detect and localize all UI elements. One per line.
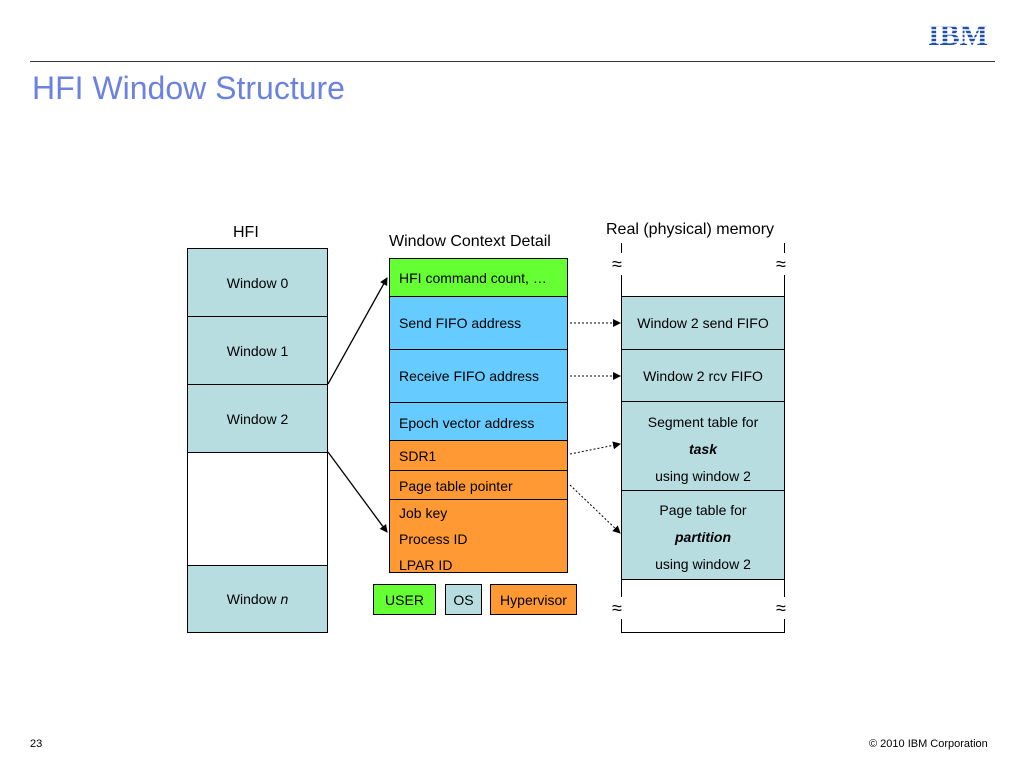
page-number: 23 <box>30 738 43 750</box>
context-bottom-connector <box>327 451 388 533</box>
memory-region-line: Segment table for <box>647 414 759 430</box>
hfi-window-label: Window 2 <box>226 411 289 427</box>
context-field-keys: Job key Process ID LPAR ID <box>390 500 567 573</box>
hfi-window-n-suffix: n <box>280 591 289 607</box>
memory-region-label: Window 2 send FIFO <box>637 315 769 331</box>
hfi-window-n: Window n <box>188 566 327 632</box>
context-field-label: Receive FIFO address <box>399 368 540 384</box>
memory-region-label: Window 2 rcv FIFO <box>643 368 763 384</box>
ibm-logo: IBM <box>922 19 994 54</box>
hfi-window-gap <box>188 453 327 566</box>
hfi-window-label: Window <box>226 591 281 607</box>
context-field-label: SDR1 <box>399 448 437 464</box>
memory-region-page-table: Page table for partition using window 2 <box>622 490 784 580</box>
context-field-epoch-vector: Epoch vector address <box>390 403 567 441</box>
context-field-label: Send FIFO address <box>399 315 522 331</box>
hfi-window-label: Window 1 <box>226 343 289 359</box>
memory-region-rcv-fifo: Window 2 rcv FIFO <box>622 349 784 401</box>
legend-hypervisor: Hypervisor <box>490 584 577 615</box>
context-field-receive-fifo: Receive FIFO address <box>390 350 567 403</box>
hfi-label: HFI <box>233 224 259 241</box>
memory-region-line: Page table for <box>659 502 747 518</box>
legend-user: USER <box>373 584 436 615</box>
memory-region-line: using window 2 <box>655 556 751 572</box>
legend-os: OS <box>445 584 482 615</box>
context-field-label: Epoch vector address <box>399 415 535 431</box>
break-symbol-bottom-left: ≈ <box>612 597 622 619</box>
context-field-send-fifo: Send FIFO address <box>390 297 567 350</box>
legend-label: USER <box>385 592 424 608</box>
context-field-process-id: Process ID <box>399 531 468 547</box>
legend-label: Hypervisor <box>500 592 567 608</box>
ibm-logo-graphic: IBM <box>922 19 994 52</box>
ibm-logo-text: IBM <box>928 21 988 49</box>
memory-region-send-fifo: Window 2 send FIFO <box>622 296 784 349</box>
context-detail-stack: HFI command count, … Send FIFO address R… <box>389 258 568 573</box>
context-field-command-count: HFI command count, … <box>390 259 567 297</box>
memory-region-line-emphasis: partition <box>675 529 731 545</box>
memory-region-line: using window 2 <box>655 468 751 484</box>
context-label: Window Context Detail <box>389 233 551 250</box>
segment-table-pointer-arrow <box>569 441 621 455</box>
memory-region-line-emphasis: task <box>688 441 718 457</box>
break-symbol-top-right: ≈ <box>776 253 786 275</box>
context-field-label: Page table pointer <box>399 478 513 494</box>
hfi-window-1: Window 1 <box>188 317 327 385</box>
header-rule <box>30 61 995 62</box>
context-field-job-key: Job key <box>399 505 448 521</box>
memory-column: Window 2 send FIFO Window 2 rcv FIFO Seg… <box>621 243 785 633</box>
hfi-window-stack: Window 0 Window 1 Window 2 Window n <box>187 248 328 633</box>
slide-title: HFI Window Structure <box>32 70 345 106</box>
page-table-pointer-arrow <box>569 484 621 534</box>
context-field-sdr1: SDR1 <box>390 441 567 471</box>
break-symbol-top-left: ≈ <box>612 253 622 275</box>
hfi-window-0: Window 0 <box>188 249 327 317</box>
context-field-lpar-id: LPAR ID <box>399 557 453 573</box>
legend-label: OS <box>453 592 474 608</box>
memory-region-segment-table: Segment table for task using window 2 <box>622 401 784 490</box>
context-field-label: HFI command count, … <box>399 270 547 286</box>
break-symbol-bottom-right: ≈ <box>776 597 786 619</box>
context-top-connector <box>327 277 388 385</box>
hfi-window-label: Window 0 <box>226 275 289 291</box>
copyright: © 2010 IBM Corporation <box>869 738 988 750</box>
memory-label: Real (physical) memory <box>606 221 775 238</box>
hfi-window-2: Window 2 <box>188 385 327 453</box>
context-field-page-table-pointer: Page table pointer <box>390 471 567 500</box>
